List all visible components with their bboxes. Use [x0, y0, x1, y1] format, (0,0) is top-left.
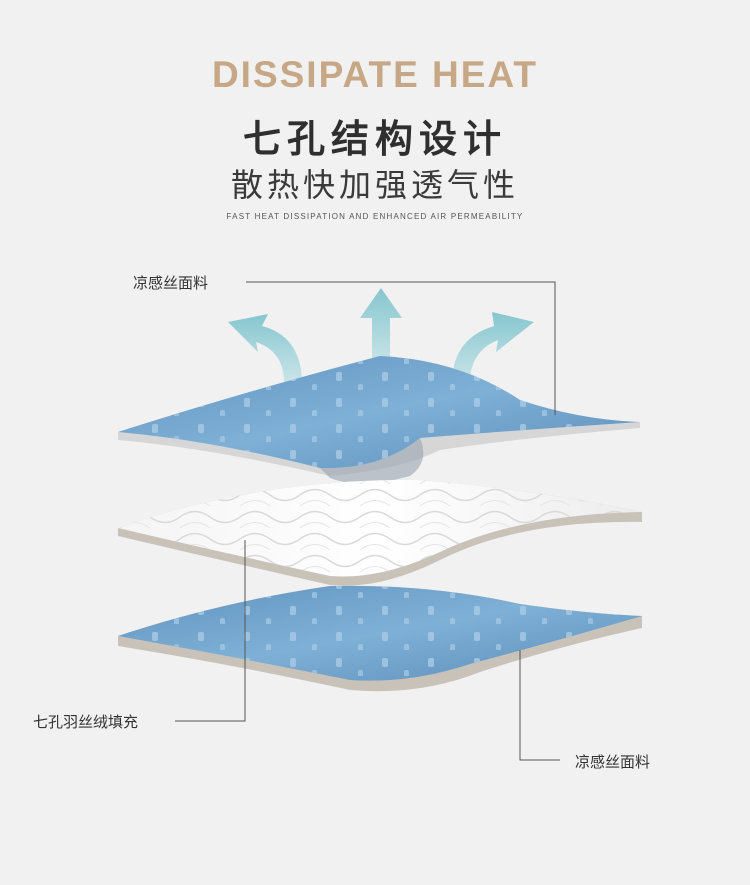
- up-arrow-icon: [360, 288, 402, 372]
- top-fabric-layer: [118, 356, 640, 484]
- callout-bottom-layer: 凉感丝面料: [575, 753, 651, 771]
- bottom-fabric-layer: [118, 585, 642, 692]
- leader-bottom: [519, 650, 560, 761]
- curved-arrow-left-icon: [228, 314, 302, 388]
- callout-middle-layer: 七孔羽丝绒填充: [33, 713, 139, 731]
- leader-middle: [175, 540, 246, 722]
- page-subtitle: 散热快加强透气性: [230, 166, 519, 204]
- middle-filling-layer: [118, 479, 642, 586]
- page-title: 七孔结构设计: [242, 117, 507, 161]
- leader-lines: [175, 281, 560, 761]
- leader-top: [246, 281, 556, 415]
- caption-en: FAST HEAT DISSIPATION AND ENHANCED AIR P…: [226, 212, 524, 221]
- callout-top-layer: 凉感丝面料: [133, 274, 209, 292]
- curved-arrow-right-icon: [452, 312, 534, 388]
- headline-en: DISSIPATE HEAT: [211, 54, 539, 95]
